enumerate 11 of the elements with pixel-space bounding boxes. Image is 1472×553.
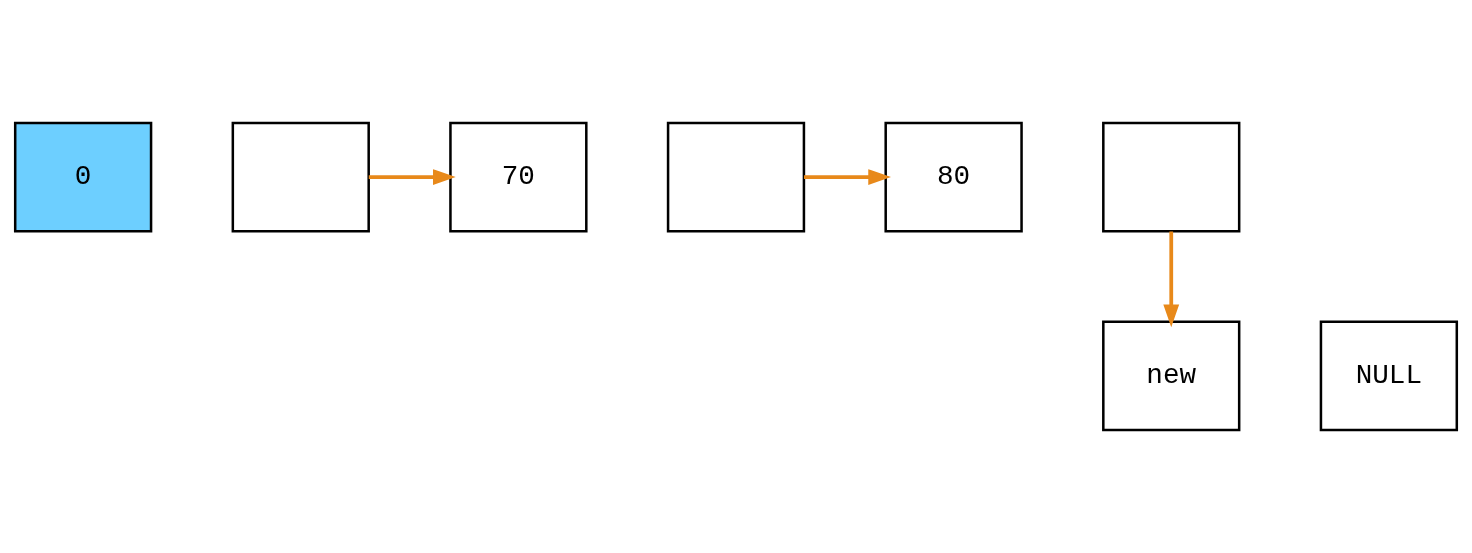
node-box: new xyxy=(1102,320,1241,432)
node-box: 80 xyxy=(884,121,1023,233)
node-box xyxy=(231,121,370,233)
arrow xyxy=(1163,231,1180,328)
node-box: NULL xyxy=(1319,320,1459,432)
node-box: 70 xyxy=(449,121,588,233)
arrow xyxy=(368,169,456,186)
arrow xyxy=(804,169,891,186)
node-box: 0 xyxy=(13,121,153,233)
node-box xyxy=(1102,121,1241,233)
node-box xyxy=(666,121,806,233)
